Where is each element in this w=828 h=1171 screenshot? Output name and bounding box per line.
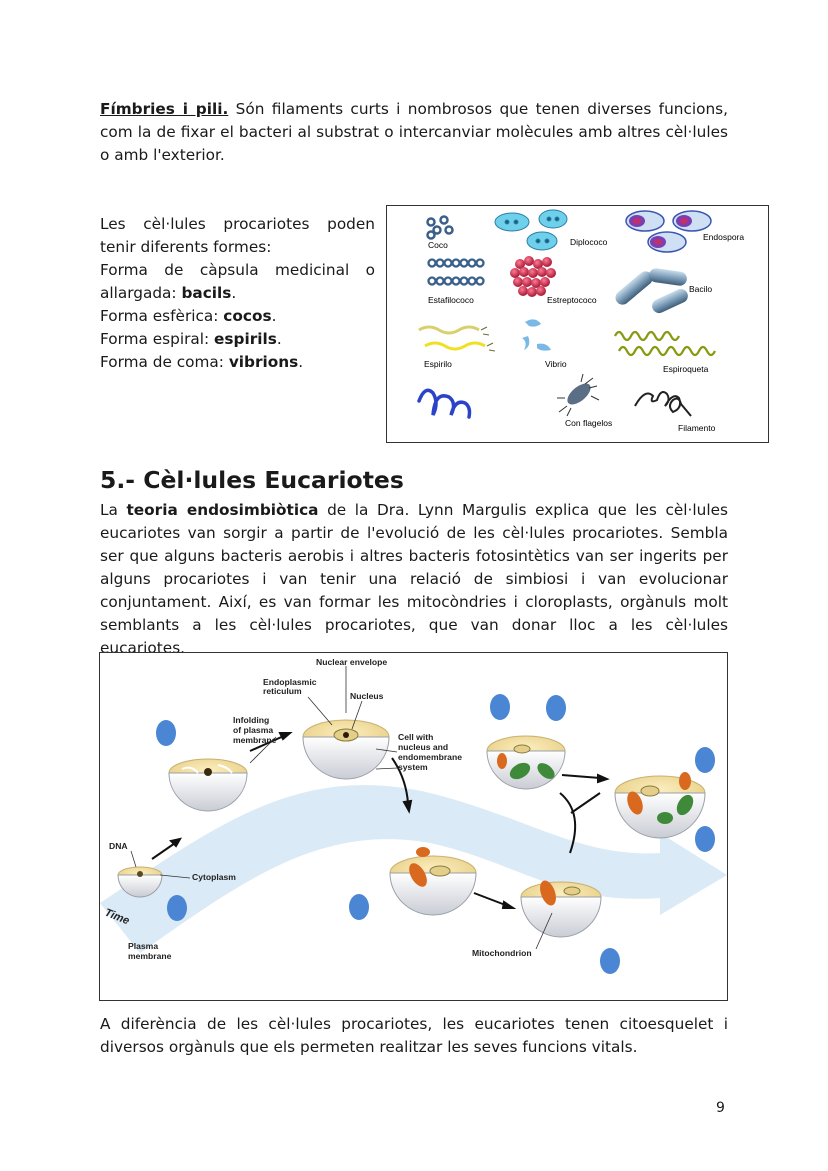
- label-cellwith-3: endomembrane: [398, 752, 462, 762]
- shape-espiral: Forma espiral: espirils.: [100, 330, 282, 348]
- label-diplococo: Diplococo: [570, 237, 608, 247]
- cell-5: [520, 880, 602, 938]
- label-bacilo: Bacilo: [689, 284, 712, 294]
- cell-2: [168, 758, 248, 812]
- label-cytoplasm: Cytoplasm: [192, 872, 236, 882]
- endosymbiosis-illustration: Nuclear envelope Endoplasmic reticulum N…: [100, 657, 727, 974]
- label-infolding-3: membrane: [233, 735, 277, 745]
- cell-3: [302, 719, 390, 780]
- filamento-icon: [634, 391, 692, 417]
- label-espiroqueta: Espiroqueta: [663, 364, 709, 374]
- label-con-flagelos: Con flagelos: [565, 418, 612, 428]
- label-estafilococo: Estafilococo: [428, 295, 474, 305]
- endosymbiosis-figure: Nuclear envelope Endoplasmic reticulum N…: [99, 652, 728, 1001]
- label-coco: Coco: [428, 240, 448, 250]
- cell-4: [389, 847, 477, 916]
- shape-capsula: Forma de càpsula medicinal o allargada: …: [100, 261, 375, 302]
- bacilo-icon: [615, 268, 688, 314]
- bacteria-shapes-text: Les cèl·lules procariotes poden tenir di…: [100, 213, 375, 374]
- diplococo-icon: [494, 209, 568, 251]
- label-estreptococo: Estreptococo: [547, 295, 597, 305]
- cell-6: [486, 735, 566, 790]
- bacteria-morphology-illustration: Coco Diplococo Endospora Estafilococo Es…: [417, 209, 744, 433]
- label-cellwith-4: system: [398, 762, 428, 772]
- label-plasma-1: Plasma: [128, 941, 158, 951]
- label-endospora: Endospora: [703, 232, 744, 242]
- label-dna: DNA: [109, 841, 128, 851]
- label-infolding-1: Infolding: [233, 715, 269, 725]
- flagellated-bacterium-icon: [557, 373, 600, 417]
- endospora-icon: [625, 210, 712, 253]
- label-mitochondrion: Mitochondrion: [472, 948, 532, 958]
- label-cellwith-2: nucleus and: [398, 742, 448, 752]
- coco-icon: [426, 215, 454, 240]
- section-title: 5.- Cèl·lules Eucariotes: [100, 466, 404, 494]
- estafilococo-icon: [427, 258, 485, 286]
- label-nucleus: Nucleus: [350, 691, 384, 701]
- cell-7: [614, 772, 706, 839]
- closing-paragraph: A diferència de les cèl·lules procariote…: [100, 1015, 728, 1056]
- label-espirilo: Espirilo: [424, 359, 452, 369]
- leader-lines: [130, 666, 553, 950]
- cell-1: [117, 866, 163, 898]
- shape-esferica: Forma esfèrica: cocos.: [100, 307, 277, 325]
- vibrio-icon: [522, 319, 551, 351]
- espiroqueta-icon: [613, 330, 717, 357]
- time-arrow-band: [100, 785, 727, 953]
- shapes-intro: Les cèl·lules procariotes poden tenir di…: [100, 215, 375, 256]
- page-number: 9: [716, 1100, 725, 1116]
- label-filamento: Filamento: [678, 423, 716, 433]
- process-arrows: [151, 732, 610, 909]
- espirilo-icon: [418, 325, 496, 352]
- endosymbiotic-term: teoria endosimbiòtica: [126, 501, 319, 519]
- fimbries-paragraph: Fímbries i pili. Són filaments curts i n…: [100, 98, 728, 167]
- label-plasma-2: membrane: [128, 951, 172, 961]
- endosymbiotic-paragraph: La teoria endosimbiòtica de la Dra. Lynn…: [100, 501, 728, 657]
- spiral-icon: [417, 388, 472, 419]
- label-infolding-2: of plasma: [233, 725, 273, 735]
- label-nuclear-envelope: Nuclear envelope: [316, 657, 387, 667]
- shape-coma: Forma de coma: vibrions.: [100, 353, 304, 371]
- bacteria-morphology-figure: Coco Diplococo Endospora Estafilococo Es…: [386, 205, 769, 443]
- label-vibrio: Vibrio: [545, 359, 567, 369]
- label-er-1: Endoplasmic: [263, 677, 317, 687]
- label-er-2: reticulum: [263, 686, 302, 696]
- label-cellwith-1: Cell with: [398, 732, 433, 742]
- free-bacteria: [156, 694, 715, 974]
- fimbries-term: Fímbries i pili.: [100, 100, 229, 118]
- fimbries-text: Són filaments curts i nombrosos que tene…: [100, 100, 729, 164]
- estreptococo-icon: [510, 256, 556, 297]
